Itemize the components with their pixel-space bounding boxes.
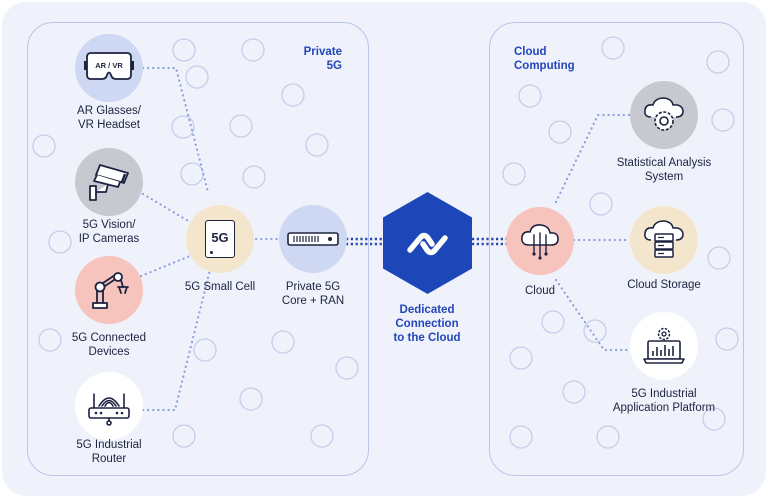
- connected-line1: 5G Connected: [71, 332, 147, 344]
- cloud-computing-title: Cloud Computing: [514, 45, 575, 73]
- private-5g-title: Private 5G: [300, 45, 342, 73]
- security-camera-icon: [89, 164, 129, 201]
- vision-line2: IP Cameras: [78, 233, 140, 245]
- ar-vr-node: AR / VR: [75, 34, 143, 102]
- ar-vr-line2: VR Headset: [77, 119, 141, 131]
- dedicated-line1: Dedicated: [399, 304, 455, 316]
- platform-node: [630, 312, 698, 380]
- ar-vr-line1: AR Glasses/: [77, 105, 141, 117]
- cloud-node: [506, 207, 574, 275]
- small-cell-node: 5G: [186, 205, 254, 273]
- dedicated-line3: to the Cloud: [393, 332, 461, 344]
- router-label: 5G Industrial Router: [76, 438, 141, 466]
- cloud-database-icon: [644, 220, 684, 258]
- platform-label: 5G Industrial Application Platform: [613, 387, 715, 415]
- platform-line1: 5G Industrial: [631, 388, 697, 400]
- dedicated-connection-hex: [380, 190, 475, 296]
- router-line1: 5G Industrial: [76, 439, 142, 451]
- connected-devices-label: 5G Connected Devices: [72, 331, 146, 359]
- connected-devices-node: [75, 256, 143, 324]
- vision-label: 5G Vision/ IP Cameras: [79, 218, 140, 246]
- small-cell-text: 5G Small Cell: [184, 281, 256, 293]
- storage-label: Cloud Storage: [627, 278, 701, 292]
- stats-line1: Statistical Analysis: [616, 157, 712, 169]
- cloud-text: Cloud: [524, 285, 556, 297]
- core-ran-label: Private 5G Core + RAN: [282, 280, 344, 308]
- ar-vr-badge: AR / VR: [95, 61, 123, 70]
- company-logo-icon: [383, 192, 472, 294]
- private-title-line2: 5G: [326, 60, 342, 72]
- robot-arm-icon: [92, 272, 129, 309]
- vision-line1: 5G Vision/: [82, 219, 136, 231]
- stats-node: [630, 81, 698, 149]
- private-5g-panel: [27, 22, 369, 476]
- core-line2: Core + RAN: [281, 295, 345, 307]
- cloud-icon: [521, 224, 559, 260]
- storage-node: [630, 206, 698, 274]
- router-node: [75, 372, 143, 440]
- cloud-label: Cloud: [525, 284, 555, 298]
- cloud-title-line2: Computing: [514, 60, 575, 72]
- laptop-gear-icon: [643, 327, 685, 364]
- core-line1: Private 5G: [285, 281, 341, 293]
- vision-camera-node: [75, 148, 143, 216]
- server-rack-icon: [287, 232, 339, 246]
- stats-line2: System: [644, 171, 684, 183]
- connected-line2: Devices: [88, 346, 130, 358]
- router-icon: [88, 393, 130, 426]
- ar-vr-label: AR Glasses/ VR Headset: [77, 104, 141, 132]
- vr-headset-icon: AR / VR: [84, 52, 134, 80]
- stats-label: Statistical Analysis System: [617, 156, 712, 184]
- router-line2: Router: [91, 453, 127, 465]
- platform-line2: Application Platform: [612, 402, 716, 414]
- dedicated-label: Dedicated Connection to the Cloud: [393, 303, 460, 345]
- core-ran-node: [279, 205, 347, 273]
- private-title-line1: Private: [303, 46, 342, 58]
- small-cell-label: 5G Small Cell: [185, 280, 255, 294]
- cloud-title-line1: Cloud: [514, 46, 547, 58]
- cloud-gear-icon: [644, 97, 684, 131]
- storage-text: Cloud Storage: [627, 279, 701, 291]
- cloud-computing-panel: [489, 22, 744, 476]
- dedicated-line2: Connection: [395, 318, 459, 330]
- small-cell-led: [210, 251, 213, 254]
- small-cell-icon: 5G: [205, 220, 235, 258]
- small-cell-chip-text: 5G: [211, 230, 229, 245]
